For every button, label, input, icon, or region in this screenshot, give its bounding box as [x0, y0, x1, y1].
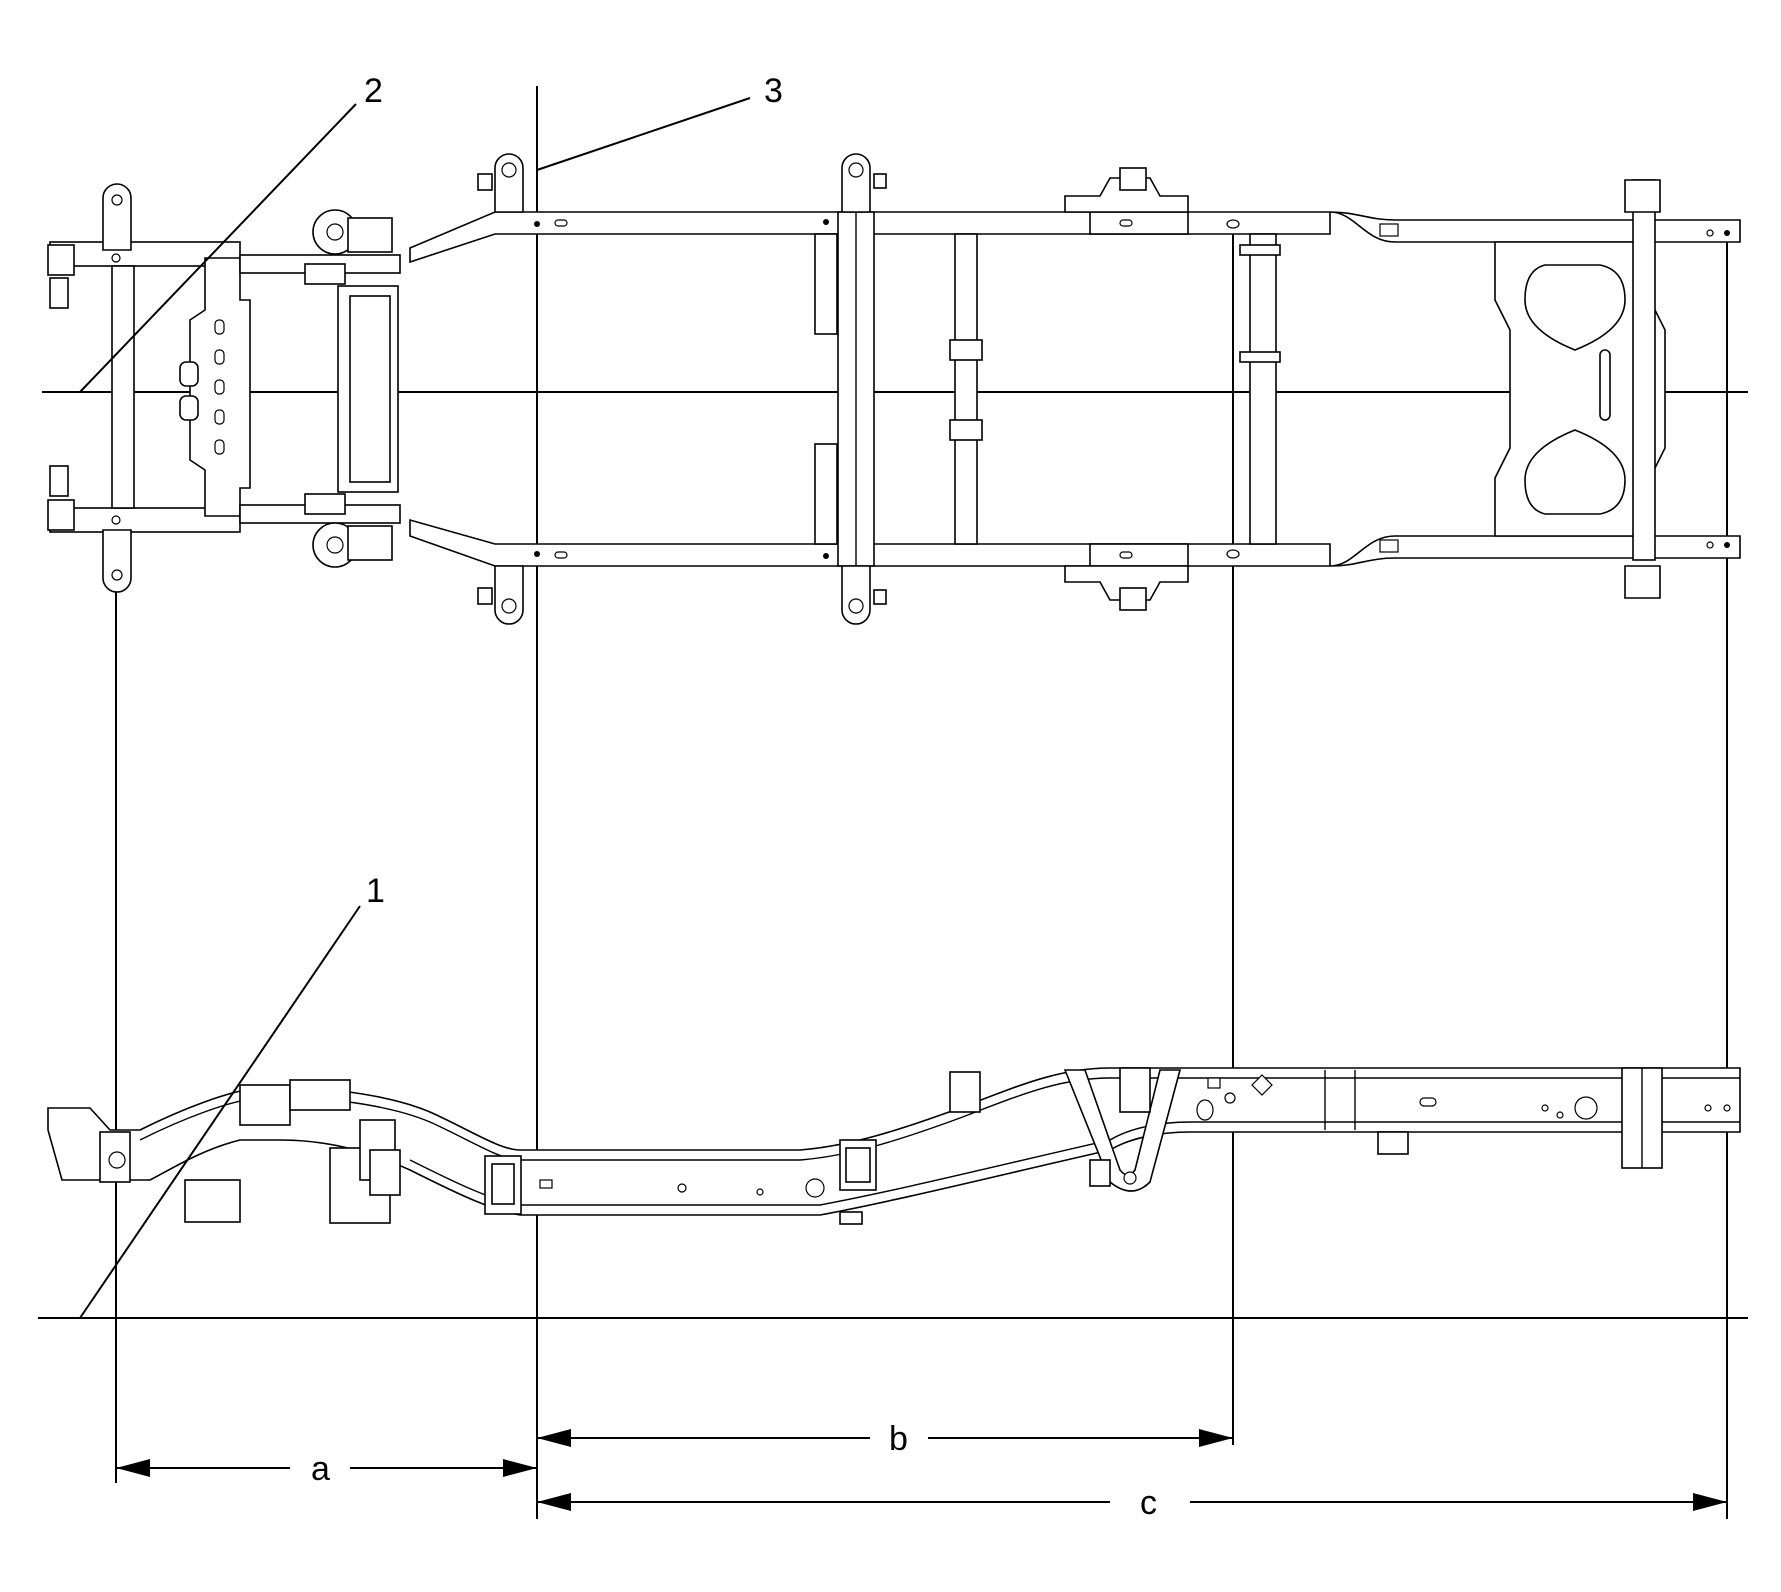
- dimension-label-a: a: [311, 1450, 330, 1488]
- front-lower-bracket: [47, 499, 75, 531]
- callout-2: 2: [364, 72, 383, 110]
- dimension-a-left-arrow: [116, 1459, 150, 1477]
- callout-1: 1: [366, 872, 385, 910]
- dimension-a-right-arrow: [503, 1459, 537, 1477]
- dimension-label-b: b: [889, 1420, 908, 1458]
- lower-side-rail: [409, 518, 1741, 567]
- dimension-b-right-arrow: [1199, 1429, 1233, 1447]
- frame-side-view: [47, 1067, 1741, 1225]
- front-lower-tab: [49, 465, 69, 497]
- frame-top-view: [47, 153, 1741, 625]
- upper-side-rail: [409, 211, 1741, 264]
- reference-lines: [38, 86, 1748, 1519]
- front-upper-tab: [49, 277, 69, 309]
- leader-line-2: [79, 103, 357, 393]
- rear-bracket-side: [1377, 1131, 1409, 1155]
- front-lower-tow-hook: [102, 529, 132, 593]
- upper-spring-hanger-frame: [1089, 211, 1189, 235]
- dimension-lines: [116, 1429, 1727, 1511]
- leader-line-1: [79, 905, 361, 1319]
- fuel-tank-crossmember: [1249, 233, 1277, 545]
- rear-spring-hanger-side: [1063, 1069, 1182, 1192]
- front-upper-bracket: [47, 244, 75, 276]
- dimension-b-left-arrow: [537, 1429, 571, 1447]
- front-lower-bracket-side: [184, 1179, 241, 1223]
- lower-cab-mount-bracket-2: [841, 565, 871, 625]
- callout-3: 3: [764, 72, 783, 110]
- front-upper-tow-hook: [102, 183, 132, 251]
- lower-cab-mount-bracket-1: [494, 565, 524, 625]
- leader-line-3: [536, 97, 751, 171]
- dimension-c-left-arrow: [537, 1493, 571, 1511]
- center-crossmember: [954, 233, 978, 545]
- dimension-label-c: c: [1140, 1484, 1157, 1522]
- front-bumper-crossmember: [111, 265, 135, 509]
- dimension-c-right-arrow: [1693, 1493, 1727, 1511]
- labels: 2 3 1 a b c: [311, 72, 1157, 1522]
- lower-spring-hanger-frame: [1089, 543, 1189, 567]
- callout-leaders: [79, 97, 751, 1319]
